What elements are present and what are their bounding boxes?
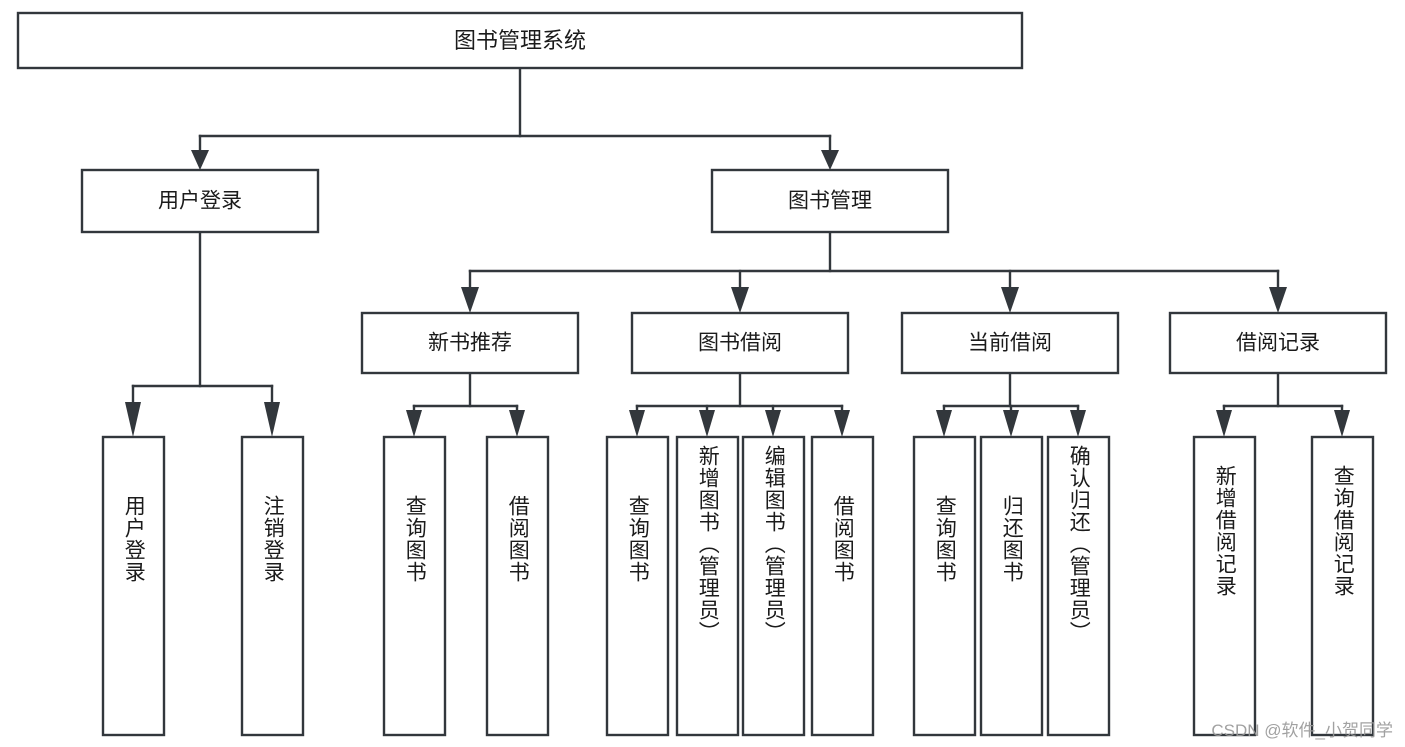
- arrowhead-leaf-add-record: [1216, 410, 1232, 437]
- edge-group-user-login-to-leaves: [125, 230, 280, 437]
- leaf-box-logout[interactable]: [240, 435, 305, 737]
- node-new-book-rec-label: 新书推荐: [428, 332, 512, 355]
- arrowhead-leaf-query-book-2: [629, 410, 645, 437]
- arrowhead-leaf-edit-book: [765, 410, 781, 437]
- edge-group-book-borrow-to-leaves: [629, 371, 850, 437]
- arrowhead-leaf-add-book: [699, 410, 715, 437]
- arrowhead-leaf-query-book-3: [936, 410, 952, 437]
- edge-group-borrow-record-to-leaves: [1216, 371, 1350, 437]
- node-user-login-label: 用户登录: [158, 190, 242, 213]
- arrowhead-borrow-record: [1269, 287, 1287, 313]
- edge-group-current-borrow-to-leaves: [936, 371, 1086, 437]
- node-root-label: 图书管理系统: [454, 28, 586, 53]
- leaf-box-add-record[interactable]: [1192, 435, 1257, 737]
- leaf-box-borrow-book-1[interactable]: [485, 435, 550, 737]
- leaf-box-query-book-1[interactable]: [382, 435, 447, 737]
- arrowhead-leaf-confirm-return: [1070, 410, 1086, 437]
- leaf-box-query-book-2[interactable]: [605, 435, 670, 737]
- node-current-borrow[interactable]: 当前借阅: [900, 311, 1120, 375]
- leaf-box-query-book-3[interactable]: [912, 435, 977, 737]
- leaf-box-add-book[interactable]: [675, 435, 740, 737]
- arrowhead-current-borrow: [1001, 287, 1019, 313]
- node-borrow-record-box[interactable]: [1168, 311, 1388, 375]
- arrowhead-user-login: [191, 150, 209, 170]
- leaf-box-return-book[interactable]: [979, 435, 1044, 737]
- node-root-box[interactable]: [16, 11, 1024, 70]
- arrowhead-leaf-borrow-book-2: [834, 410, 850, 437]
- leaf-box-borrow-book-2[interactable]: [810, 435, 875, 737]
- arrowhead-book-manage: [821, 150, 839, 170]
- node-user-login-box[interactable]: [80, 168, 320, 234]
- leaf-box-user-login[interactable]: [101, 435, 166, 737]
- arrowhead-leaf-borrow-book-1: [509, 410, 525, 437]
- node-book-borrow[interactable]: 图书借阅: [630, 311, 850, 375]
- edge-group-book-manage-to-level3: [461, 230, 1287, 313]
- leaf-box-confirm-return[interactable]: [1046, 435, 1111, 737]
- node-borrow-record[interactable]: 借阅记录: [1168, 311, 1388, 375]
- node-new-book-rec-box[interactable]: [360, 311, 580, 375]
- node-user-login[interactable]: 用户登录: [80, 168, 320, 234]
- arrowhead-leaf-logout: [264, 402, 280, 437]
- node-book-borrow-box[interactable]: [630, 311, 850, 375]
- leaf-box-query-record[interactable]: [1310, 435, 1375, 737]
- arrowhead-new-book-rec: [461, 287, 479, 313]
- arrowhead-leaf-return-book: [1003, 410, 1019, 437]
- node-book-manage-box[interactable]: [710, 168, 950, 234]
- arrowhead-book-borrow: [731, 287, 749, 313]
- arrowhead-leaf-query-record: [1334, 410, 1350, 437]
- edge-group-root-to-level2: [191, 66, 839, 170]
- node-current-borrow-label: 当前借阅: [968, 332, 1052, 355]
- node-book-borrow-label: 图书借阅: [698, 332, 782, 355]
- node-current-borrow-box[interactable]: [900, 311, 1120, 375]
- node-new-book-rec[interactable]: 新书推荐: [360, 311, 580, 375]
- leaf-box-edit-book[interactable]: [741, 435, 806, 737]
- node-book-manage-label: 图书管理: [788, 190, 872, 213]
- arrowhead-leaf-user-login: [125, 402, 141, 437]
- node-root[interactable]: 图书管理系统: [16, 11, 1024, 70]
- arrowhead-leaf-query-book-1: [406, 410, 422, 437]
- edge-group-new-book-rec-to-leaves: [406, 371, 525, 437]
- node-borrow-record-label: 借阅记录: [1236, 332, 1320, 355]
- node-book-manage[interactable]: 图书管理: [710, 168, 950, 234]
